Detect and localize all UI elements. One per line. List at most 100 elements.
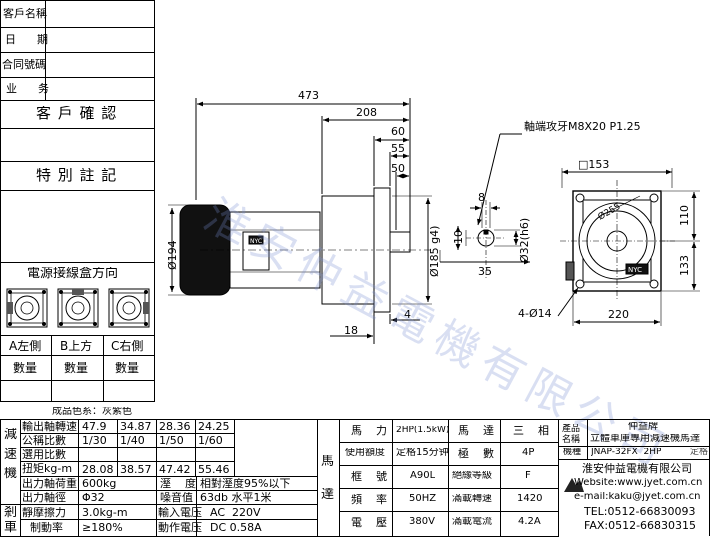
dim-220: 220 [608, 308, 629, 321]
brake-rate-value: ≥180% [82, 522, 123, 533]
ratio-value-2: 1/40 [120, 435, 145, 446]
speed-value-4: 24.25 [198, 421, 230, 432]
brake-side-label-2: 車 [4, 521, 18, 534]
dim-dia-185: Ø185 g4) [428, 226, 441, 277]
motor-hp-value: 2HP(1.5kW) [396, 426, 450, 435]
product-color: 成品色系：灰紫色 [52, 407, 132, 417]
selected-ratio-field-1[interactable] [79, 448, 117, 461]
model-value: JNAP-32FX 2HP [591, 448, 662, 457]
torque-value-3: 47.42 [159, 464, 191, 475]
company-fax: FAX:0512-66830315 [584, 520, 697, 531]
model-rated: 定格 [690, 448, 709, 457]
company-website[interactable]: Website:www.jyet.com.cn [574, 478, 703, 488]
ratio-value-1: 1/30 [82, 435, 107, 446]
option-c-label[interactable]: C右側 [111, 340, 144, 352]
product-name-label: 產品名稱 [562, 424, 581, 445]
motor-duty-value: 定格15分钟 [396, 448, 449, 458]
static-torque-label: 靜摩擦力 [22, 507, 66, 518]
option-b-label[interactable]: B上方 [60, 340, 93, 352]
motor-type-value: 三 相 [513, 425, 549, 436]
motor-voltage-value: 380V [409, 517, 435, 527]
motor-freq-label: 頻 率 [351, 494, 387, 505]
brake-side-label-1: 剎 [4, 506, 18, 519]
option-c-qty-label: 數量 [115, 362, 140, 374]
junction-box-left-icon [6, 288, 48, 328]
speed-value-3: 28.36 [159, 421, 191, 432]
ratio-value-3: 1/50 [159, 435, 184, 446]
brake-rate-label: 制動率 [30, 522, 63, 533]
input-voltage-value: AC 220V [210, 507, 261, 518]
dim-35: 35 [478, 265, 492, 278]
date-label: 日 期 [5, 34, 48, 45]
dim-8: 8 [478, 191, 485, 204]
motor-type-label: 馬 達 [458, 425, 494, 436]
dim-gear-length: 208 [356, 106, 377, 119]
input-voltage-label: 輸入電压 [158, 507, 202, 518]
dim-133: 133 [678, 255, 691, 276]
action-voltage-label: 動作電压 [158, 522, 202, 533]
dim-4: 4 [404, 308, 411, 321]
motor-poles-label: 極 數 [458, 448, 494, 459]
motor-freq-value: 50HZ [409, 494, 437, 504]
dim-18: 18 [344, 324, 358, 337]
selected-ratio-field-2[interactable] [118, 448, 156, 461]
torque-value-4: 55.46 [198, 464, 230, 475]
model-label: 機種 [563, 448, 582, 457]
product-name-value-1: 仲益牌 [628, 422, 658, 432]
motor-badge: NYC [250, 238, 262, 245]
dim-110: 110 [678, 205, 691, 226]
ratio-value-4: 1/60 [198, 435, 223, 446]
row-torque-label: 扭矩kg-m [22, 463, 73, 474]
motor-insulation-value: F [525, 471, 531, 481]
junction-box-top-icon [57, 288, 99, 328]
dim-55: 55 [391, 142, 405, 155]
selected-ratio-field-3[interactable] [157, 448, 195, 461]
product-name-value-2: 立體車庫專用減速機馬達 [590, 434, 700, 444]
shaft-dia-value: Φ32 [82, 492, 105, 503]
motor-voltage-label: 電 壓 [351, 517, 387, 528]
noise-label: 噪音值 [160, 492, 193, 503]
dim-holes: 4-Ø14 [518, 307, 552, 320]
special-note-label: 特 別 註 記 [36, 168, 118, 183]
motor-poles-value: 4P [522, 448, 535, 458]
junction-box-title: 電源接線盒方向 [27, 267, 119, 280]
motor-current-label: 滿載電流 [452, 517, 492, 527]
motor-frame-value: A90L [410, 471, 436, 481]
motor-hp-label: 馬 力 [351, 425, 387, 436]
motor-rpm-value: 1420 [517, 494, 543, 504]
option-a-qty-label: 數量 [13, 362, 38, 374]
dim-10: 10 [452, 230, 465, 244]
torque-value-2: 38.57 [120, 464, 152, 475]
company-email[interactable]: e-mail:kaku@jyet.com.cn [574, 492, 701, 502]
reducer-side-label-1: 減 [4, 428, 18, 441]
noise-value: 63db 水平1米 [200, 492, 272, 503]
output-load-value: 600kg [82, 478, 117, 489]
action-voltage-value: DC 0.58A [210, 522, 262, 533]
selected-ratio-field-4[interactable] [196, 448, 234, 461]
company-tel: TEL:0512-66830093 [584, 506, 696, 517]
row-ratio-label: 公稱比數 [22, 435, 66, 446]
sales-label: 业 务 [6, 83, 49, 94]
static-torque-value: 3.0kg-m [82, 507, 128, 518]
dim-50: 50 [391, 162, 405, 175]
row-selected-ratio-label: 選用比數 [22, 449, 66, 460]
humidity-label: 溼 度 [160, 478, 196, 489]
flange-badge: NYC [628, 266, 642, 274]
reducer-side-label-2: 速 [4, 448, 18, 461]
humidity-value: 相對溼度95%以下 [200, 478, 291, 489]
option-a-label[interactable]: A左側 [9, 340, 42, 352]
dim-overall-length: 473 [298, 89, 319, 102]
torque-value-1: 28.08 [82, 464, 114, 475]
reducer-side-label-3: 機 [4, 467, 18, 480]
speed-value-1: 47.9 [82, 421, 107, 432]
dim-sq-153: □153 [578, 158, 609, 171]
shaft-dia-label: 出力軸徑 [22, 492, 66, 503]
row-output-speed-label: 輸出軸轉速 [22, 421, 77, 432]
junction-box-right-icon [108, 288, 150, 328]
customer-name-label: 客戶名稱 [3, 8, 47, 19]
customer-confirm-label: 客 戶 確 認 [36, 106, 118, 121]
motor-side-label-1: 馬 [321, 455, 335, 468]
company-logo [564, 478, 584, 492]
dim-60: 60 [391, 125, 405, 138]
contract-no-label: 合同號碼 [2, 59, 46, 70]
